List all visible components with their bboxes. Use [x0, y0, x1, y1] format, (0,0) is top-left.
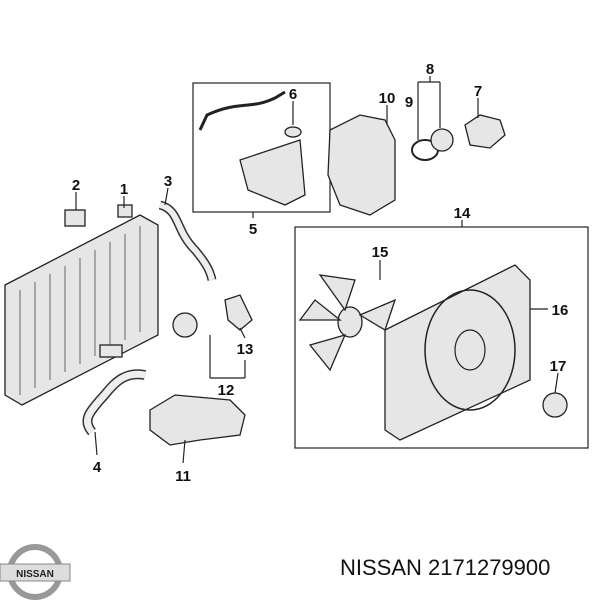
cooling-fan — [298, 274, 397, 372]
fan-shroud — [384, 264, 531, 441]
reservoir-cap — [284, 126, 302, 138]
callout-12: 12 — [218, 382, 235, 399]
reservoir-tank — [239, 139, 306, 206]
fan-group-box — [294, 226, 589, 449]
part-number: NISSAN 2171279900 — [340, 555, 551, 580]
svg-text:NISSAN: NISSAN — [16, 569, 54, 580]
radiator — [4, 204, 159, 406]
callout-15: 15 — [372, 244, 389, 261]
callout-1: 1 — [120, 181, 128, 198]
fan-motor — [542, 392, 568, 418]
reservoir-bracket — [198, 90, 286, 131]
water-pump — [172, 312, 198, 338]
callout-13: 13 — [237, 341, 254, 358]
callout-7: 7 — [474, 83, 482, 100]
water-outlet — [149, 394, 246, 446]
callout-16: 16 — [552, 302, 569, 319]
callout-5: 5 — [249, 221, 257, 238]
water-inlet — [464, 114, 506, 149]
nissan-logo: NISSAN — [0, 544, 71, 600]
radiator-cap — [64, 209, 86, 227]
callout-2: 2 — [72, 177, 80, 194]
callout-4: 4 — [93, 459, 102, 476]
callout-6: 6 — [289, 86, 297, 103]
leader-lines — [75, 76, 559, 464]
callout-9: 9 — [405, 94, 413, 111]
callout-14: 14 — [454, 205, 471, 222]
callout-8: 8 — [426, 61, 434, 78]
callout-11: 11 — [175, 468, 191, 485]
callout-10: 10 — [379, 90, 396, 107]
callout-3: 3 — [164, 173, 172, 190]
callout-17: 17 — [550, 358, 567, 375]
thermostat — [430, 128, 454, 152]
front-cover — [327, 114, 396, 216]
pump-gasket — [224, 294, 253, 331]
